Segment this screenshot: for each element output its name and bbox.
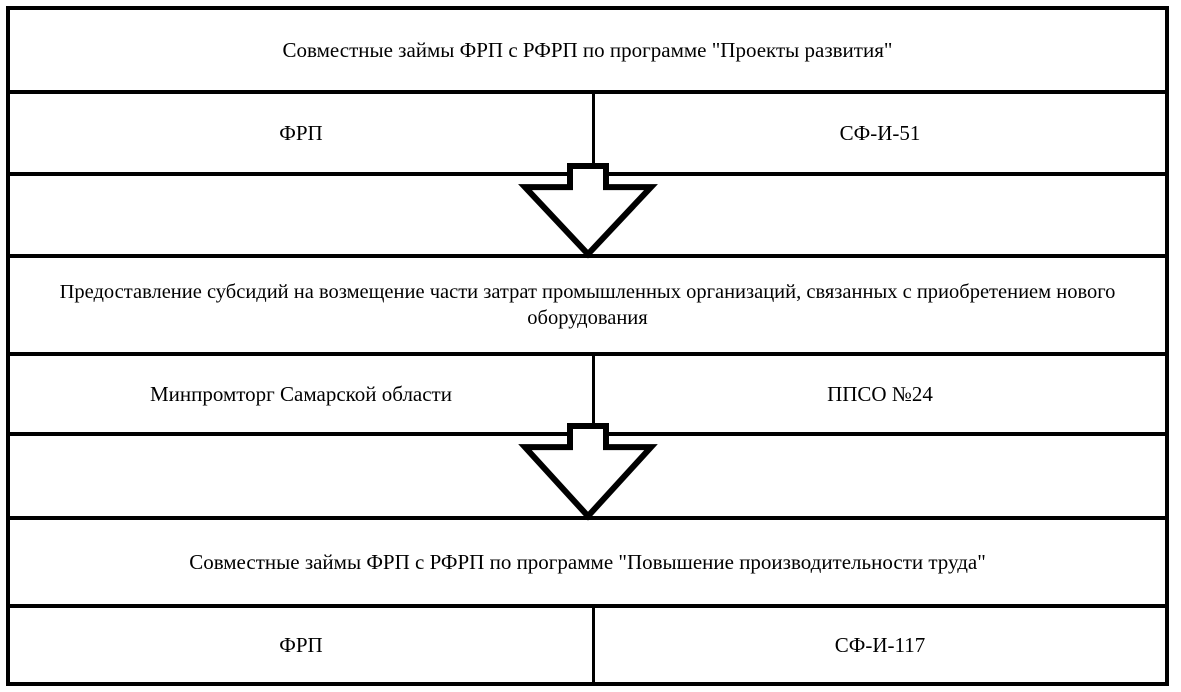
block-3-organization: ФРП bbox=[10, 608, 595, 682]
arrow-down-icon bbox=[513, 166, 663, 258]
block-3-detail-row: ФРП СФ-И-117 bbox=[10, 608, 1165, 682]
arrow-down-icon bbox=[513, 426, 663, 520]
connector-1-area bbox=[10, 176, 1165, 254]
block-1-title: Совместные займы ФРП с РФРП по программе… bbox=[282, 37, 893, 62]
connector-row-2 bbox=[10, 436, 1165, 520]
flowchart-table: Совместные займы ФРП с РФРП по программе… bbox=[6, 6, 1169, 686]
connector-row-1 bbox=[10, 176, 1165, 258]
block-1-detail-row: ФРП СФ-И-51 bbox=[10, 94, 1165, 176]
block-2-detail-row: Минпромторг Самарской области ППСО №24 bbox=[10, 356, 1165, 436]
arrow-1-wrapper bbox=[10, 166, 1165, 258]
block-1-title-row: Совместные займы ФРП с РФРП по программе… bbox=[10, 10, 1165, 94]
block-1-code: СФ-И-51 bbox=[839, 120, 921, 145]
block-3-title: Совместные займы ФРП с РФРП по программе… bbox=[189, 549, 986, 574]
arrow-2-wrapper bbox=[10, 426, 1165, 520]
block-3-title-row: Совместные займы ФРП с РФРП по программе… bbox=[10, 520, 1165, 608]
block-1-organization: ФРП bbox=[10, 94, 595, 172]
block-3-code: СФ-И-117 bbox=[834, 632, 926, 657]
block-2-title-row: Предоставление субсидий на возмещение ча… bbox=[10, 258, 1165, 356]
connector-2-area bbox=[10, 436, 1165, 516]
block-2-organization: Минпромторг Самарской области bbox=[10, 356, 595, 432]
block-2-title: Предоставление субсидий на возмещение ча… bbox=[59, 280, 1116, 329]
block-2-code: ППСО №24 bbox=[827, 381, 933, 406]
